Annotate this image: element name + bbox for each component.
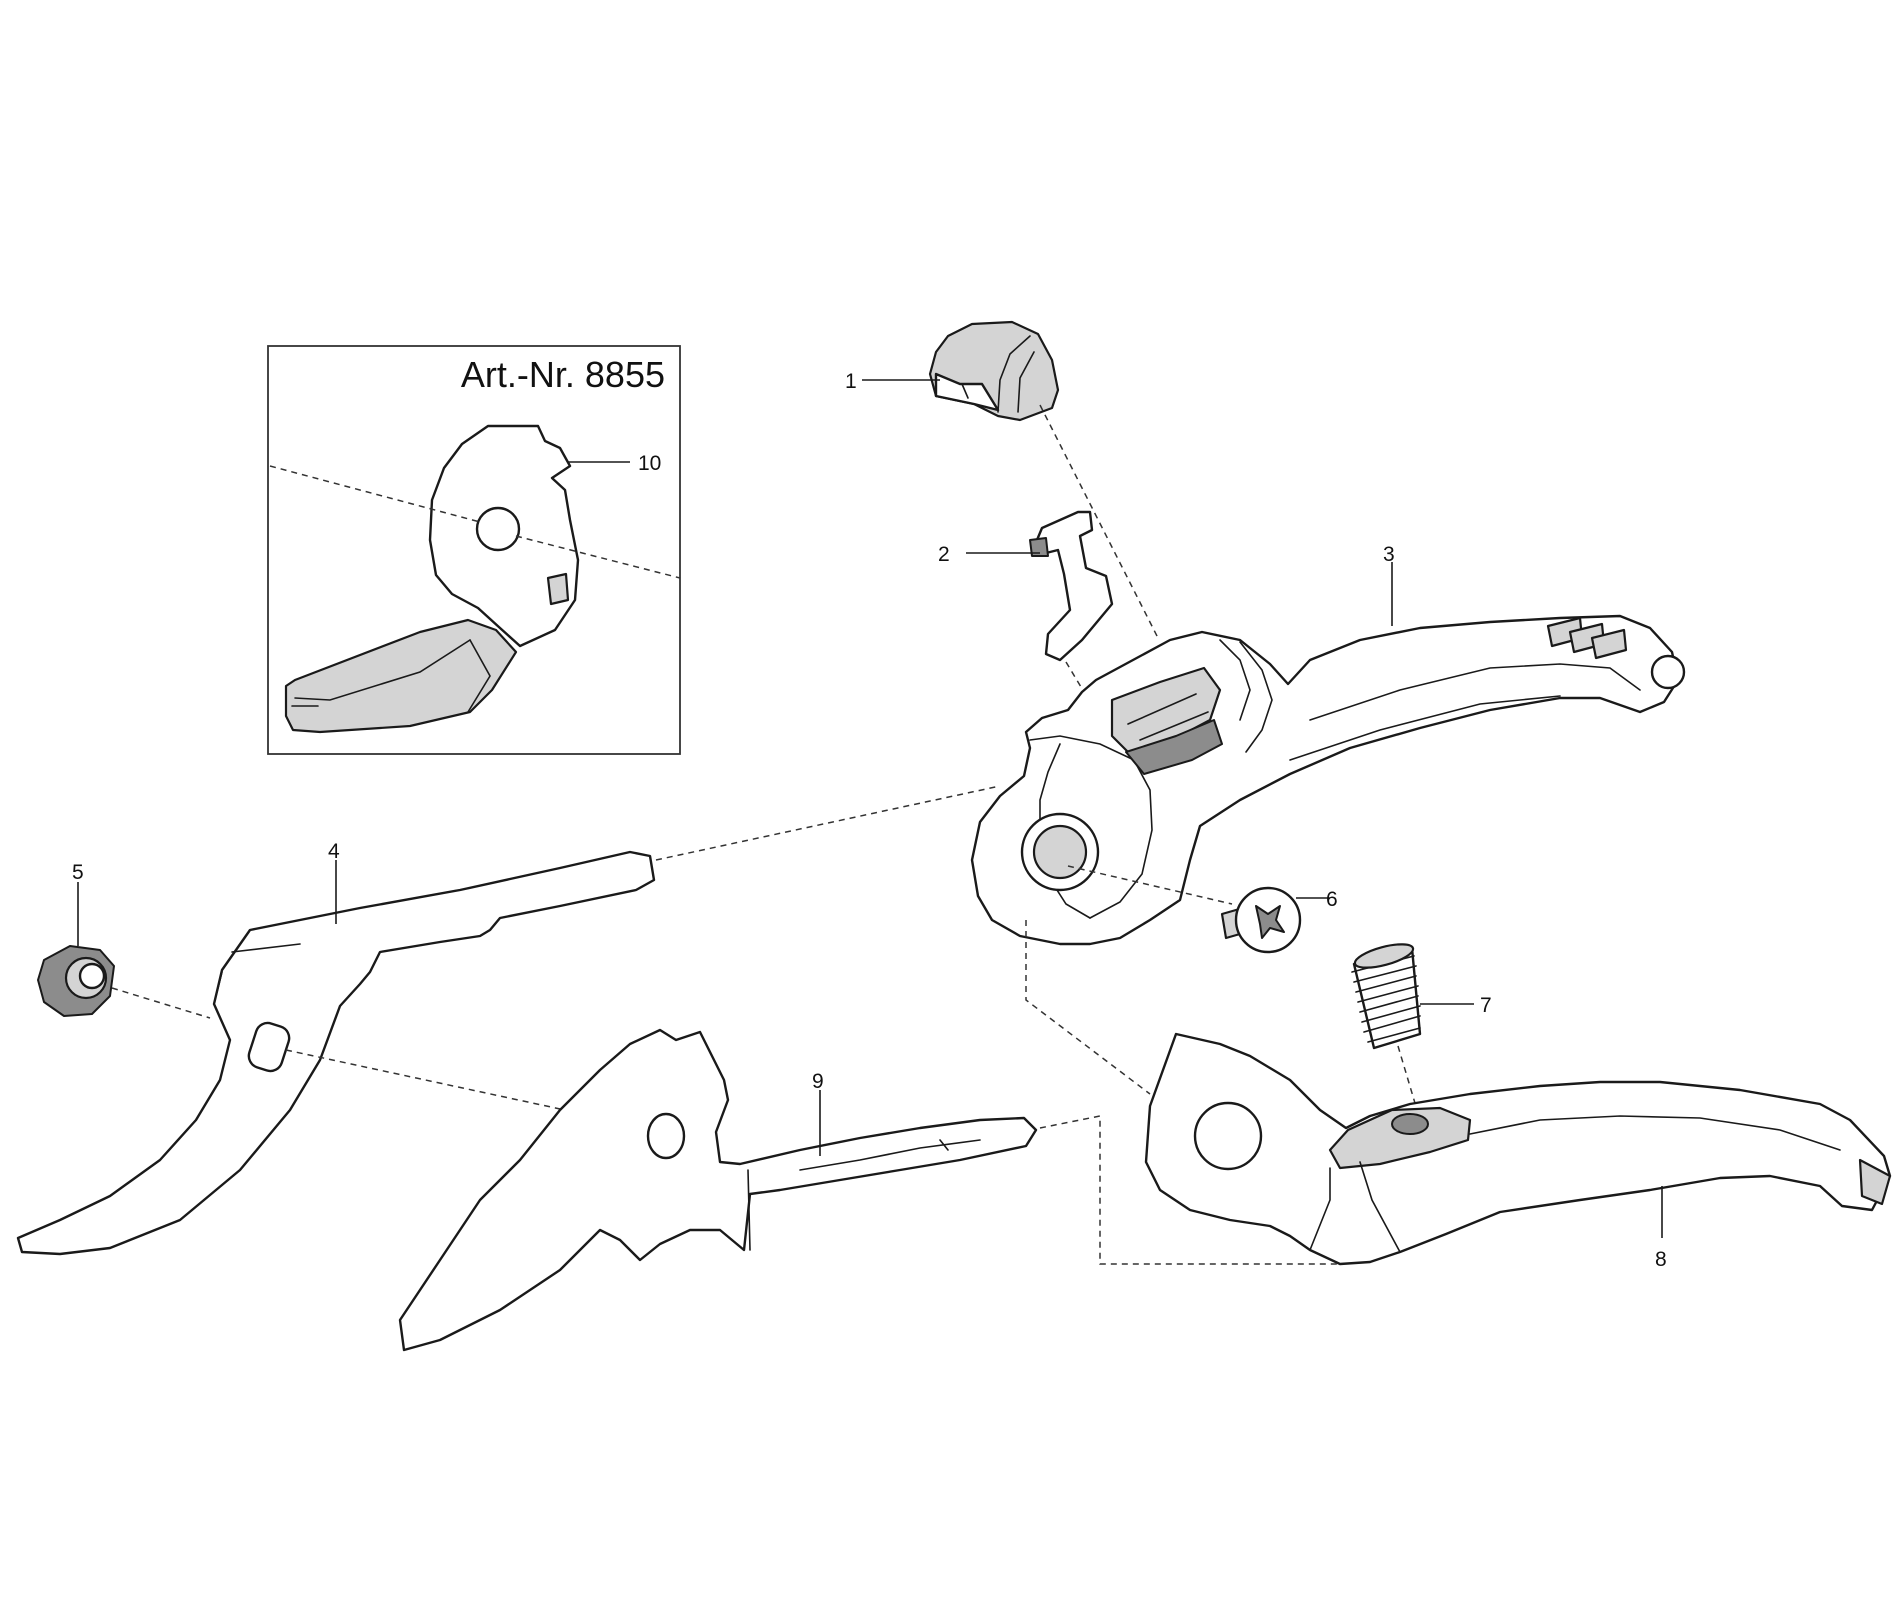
callout-1: 1	[845, 370, 857, 393]
inset-panel: Art.-Nr. 8855 10	[267, 345, 681, 755]
part-4-blade: 4	[16, 840, 656, 1256]
part-9-counter-blade: 9	[398, 1028, 1038, 1352]
part-5-nut: 5	[37, 861, 115, 1017]
part-1-cap: 1	[845, 320, 1060, 422]
part-8-lower-handle: 8	[1144, 1032, 1892, 1271]
callout-4: 4	[328, 840, 340, 863]
callout-8: 8	[1655, 1248, 1667, 1271]
callout-3: 3	[1383, 543, 1395, 566]
part-10-anvil	[284, 424, 580, 734]
inset-frame	[267, 345, 681, 755]
callout-5: 5	[72, 861, 84, 884]
part-7-spring: 7	[1351, 943, 1492, 1050]
inset-title: Art.-Nr. 8855	[461, 354, 665, 395]
callout-9: 9	[812, 1070, 824, 1093]
part-3-upper-handle: 3	[970, 543, 1686, 946]
callout-7: 7	[1480, 994, 1492, 1017]
part-2-latch: 2	[938, 510, 1114, 662]
callout-10: 10	[638, 452, 661, 475]
callout-2: 2	[938, 543, 950, 566]
callout-6: 6	[1326, 888, 1338, 911]
part-6-screw: 6	[1220, 886, 1338, 954]
